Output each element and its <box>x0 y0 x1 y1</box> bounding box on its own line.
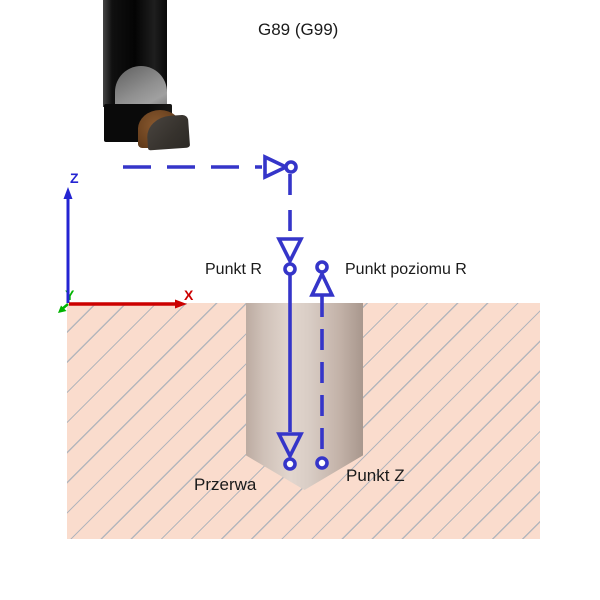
label-dwell: Przerwa <box>194 475 257 494</box>
rapid-horizontal-arrowhead <box>263 154 291 180</box>
return-up-arrowhead <box>309 269 335 297</box>
y-axis <box>58 303 69 313</box>
toolpath <box>123 154 335 471</box>
label-r-level-point: Punkt poziomu R <box>345 261 467 278</box>
point-z-marker <box>283 457 297 471</box>
point-r-marker <box>283 262 297 276</box>
x-axis <box>69 299 187 309</box>
y-axis-label: Y <box>65 287 75 303</box>
z-axis-label: Z <box>70 170 79 186</box>
x-axis-arrowhead <box>175 299 187 309</box>
bored-hole <box>246 303 363 490</box>
label-point-r: Punkt R <box>205 261 262 278</box>
label-point-z: Punkt Z <box>346 466 405 485</box>
boring-tool-photo <box>0 0 200 160</box>
bottom-return-marker <box>315 456 329 470</box>
z-axis-arrowhead <box>63 187 73 199</box>
z-axis <box>63 187 73 303</box>
tool-end-face <box>115 66 167 107</box>
y-axis-arrowhead <box>58 305 67 313</box>
x-axis-label: X <box>184 287 194 303</box>
rapid-down-arrowhead <box>276 237 304 266</box>
initial-point-marker <box>284 160 298 174</box>
feed-down-arrowhead <box>276 432 304 461</box>
page-title: G89 (G99) <box>258 20 339 39</box>
